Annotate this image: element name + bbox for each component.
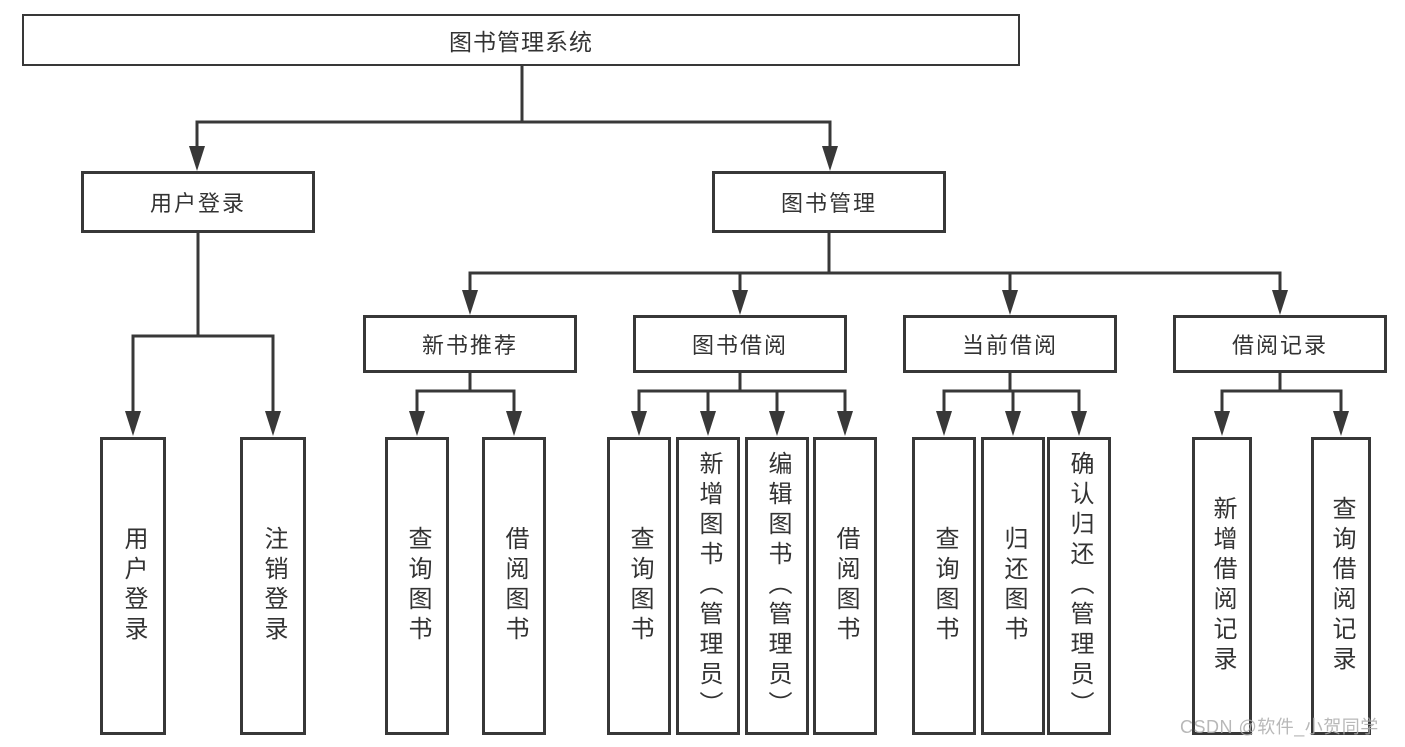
csdn-watermark: CSDN @软件_小贺同学: [1180, 717, 1379, 737]
leaf-query-borrow-record: 查询借阅记录: [1311, 437, 1371, 735]
leaf-add-books-admin-label: 新增图书（管理员）: [695, 451, 722, 721]
node-book-management-label: 图书管理: [780, 191, 877, 216]
leaf-borrow-books-1-label: 借阅图书: [501, 526, 528, 646]
leaf-user-login: 用户登录: [100, 437, 166, 735]
leaf-logout-label: 注销登录: [260, 526, 287, 646]
leaf-query-books-1-label: 查询图书: [404, 526, 431, 646]
node-user-login-label: 用户登录: [149, 191, 246, 216]
leaf-confirm-return-admin-label: 确认归还（管理员）: [1066, 451, 1093, 721]
leaf-logout: 注销登录: [240, 437, 306, 735]
leaf-add-borrow-record-label: 新增借阅记录: [1209, 496, 1236, 676]
node-root-label: 图书管理系统: [449, 29, 593, 55]
node-current-borrow: 当前借阅: [903, 315, 1117, 373]
node-current-borrow-label: 当前借阅: [961, 333, 1058, 358]
node-book-borrow: 图书借阅: [633, 315, 847, 373]
leaf-add-borrow-record: 新增借阅记录: [1192, 437, 1252, 735]
leaf-query-books-1: 查询图书: [385, 437, 449, 735]
leaf-add-books-admin: 新增图书（管理员）: [676, 437, 740, 735]
node-new-book-recommend: 新书推荐: [363, 315, 577, 373]
leaf-borrow-books-2-label: 借阅图书: [832, 526, 859, 646]
leaf-query-books-2-label: 查询图书: [626, 526, 653, 646]
leaf-borrow-books-1: 借阅图书: [482, 437, 546, 735]
arrowheads: [125, 146, 1349, 436]
node-new-book-recommend-label: 新书推荐: [421, 333, 518, 358]
leaf-edit-books-admin-label: 编辑图书（管理员）: [764, 451, 791, 721]
leaf-user-login-label: 用户登录: [120, 526, 147, 646]
leaf-query-borrow-record-label: 查询借阅记录: [1328, 496, 1355, 676]
node-borrow-records: 借阅记录: [1173, 315, 1387, 373]
leaf-query-books-3: 查询图书: [912, 437, 976, 735]
node-user-login: 用户登录: [81, 171, 315, 233]
leaf-return-books-label: 归还图书: [1000, 526, 1027, 646]
node-book-borrow-label: 图书借阅: [691, 333, 788, 358]
leaf-confirm-return-admin: 确认归还（管理员）: [1047, 437, 1111, 735]
node-root: 图书管理系统: [22, 14, 1020, 66]
node-book-management: 图书管理: [712, 171, 946, 233]
leaf-query-books-2: 查询图书: [607, 437, 671, 735]
leaf-borrow-books-2: 借阅图书: [813, 437, 877, 735]
node-borrow-records-label: 借阅记录: [1231, 333, 1328, 358]
leaf-query-books-3-label: 查询图书: [931, 526, 958, 646]
leaf-edit-books-admin: 编辑图书（管理员）: [745, 437, 809, 735]
leaf-return-books: 归还图书: [981, 437, 1045, 735]
